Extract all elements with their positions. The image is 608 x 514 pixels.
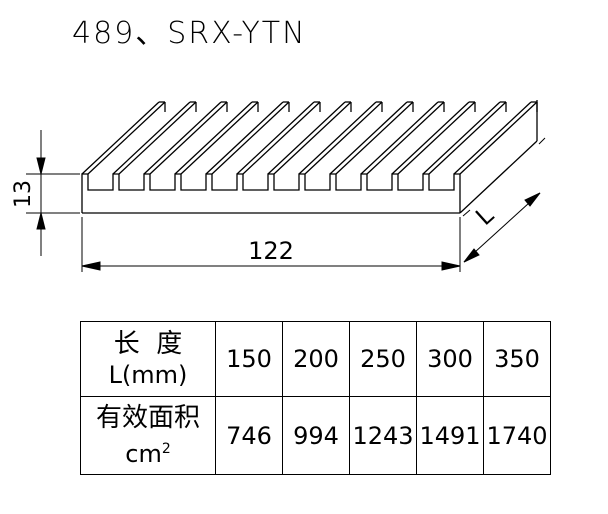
length-cell: 200 <box>282 321 350 397</box>
fin-edge <box>273 101 352 175</box>
area-cell: 1243 <box>349 396 417 475</box>
height-dimension-label: 13 <box>11 180 36 208</box>
fin-edge <box>298 101 377 175</box>
fin-edge <box>205 101 284 175</box>
area-header: 有效面积 cm2 <box>80 396 216 475</box>
fin-edge <box>366 101 445 175</box>
area-cell: 994 <box>282 396 350 475</box>
fin-edge <box>143 101 222 175</box>
fin-profile <box>81 173 461 213</box>
fin-edge <box>87 101 166 175</box>
fin-edge <box>81 101 160 175</box>
fin-edge <box>180 101 259 175</box>
length-cell: 350 <box>483 321 551 397</box>
heatsink-drawing: 13 122 L <box>11 100 546 272</box>
fin-edge <box>453 101 532 175</box>
fin-edge <box>391 101 470 175</box>
fin-edge <box>459 101 538 175</box>
fin-edge <box>174 101 253 175</box>
fin-edge <box>335 101 414 175</box>
heatsink-base <box>82 100 538 214</box>
length-header-unit: L(mm) <box>108 361 188 389</box>
length-header: 长 度 L(mm) <box>80 321 216 397</box>
area-unit-text: cm <box>125 440 162 468</box>
area-header-unit: cm2 <box>81 434 215 469</box>
length-cell: 250 <box>349 321 417 397</box>
fin-edge <box>149 101 228 175</box>
fin-edge <box>422 101 501 175</box>
fin-edge <box>112 101 191 175</box>
length-header-cn: 长 度 <box>113 329 183 359</box>
length-cell: 150 <box>215 321 283 397</box>
area-unit-exponent: 2 <box>161 441 171 457</box>
length-dimension-label: L <box>470 201 499 231</box>
height-dimension <box>26 130 80 256</box>
fin-edge <box>267 101 346 175</box>
heatsink-fins <box>81 101 538 213</box>
fin-edge <box>428 101 507 175</box>
area-cell: 746 <box>215 396 283 475</box>
area-cell: 1491 <box>416 396 484 475</box>
width-dimension <box>81 217 461 272</box>
drawing-title: 489、SRX-YTN <box>72 16 307 51</box>
length-dimension <box>462 137 546 263</box>
fin-edge <box>397 101 476 175</box>
area-header-cn: 有效面积 <box>95 403 200 433</box>
area-cell: 1740 <box>483 396 551 475</box>
fin-edge <box>242 101 321 175</box>
fin-edge <box>236 101 315 175</box>
fin-edge <box>211 101 290 175</box>
fin-edge <box>329 101 408 175</box>
length-cell: 300 <box>416 321 484 397</box>
fin-edge <box>304 101 383 175</box>
area-row: 有效面积 cm2 746 994 1243 1491 1740 <box>80 396 551 475</box>
fin-edge <box>360 101 439 175</box>
fin-edge <box>118 101 197 175</box>
width-dimension-label: 122 <box>248 237 294 265</box>
spec-table: 长 度 L(mm) 150 200 250 300 350 有效面积 cm2 7… <box>80 321 551 475</box>
length-row: 长 度 L(mm) 150 200 250 300 350 <box>80 321 551 397</box>
